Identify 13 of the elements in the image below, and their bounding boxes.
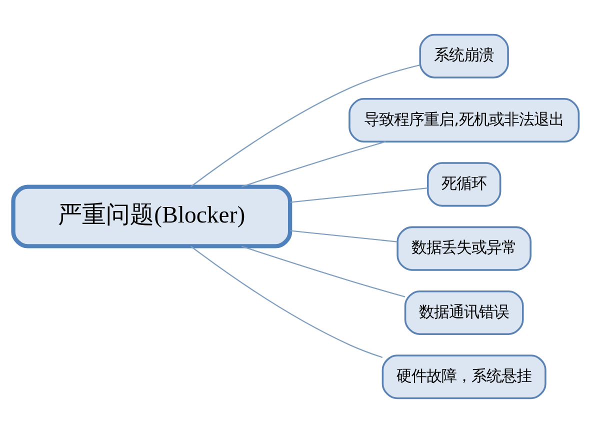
connector	[290, 188, 428, 203]
connector	[190, 64, 420, 188]
node-box: 死循环	[426, 162, 502, 207]
connector	[241, 246, 406, 298]
node-box: 硬件故障，系统悬挂	[382, 354, 546, 400]
node-box: 导致程序重启,死机或非法退出	[348, 98, 580, 143]
connector	[290, 230, 398, 242]
connector	[241, 141, 386, 188]
connector	[190, 246, 383, 358]
node-box: 严重问题(Blocker)	[11, 184, 292, 248]
node-box: 数据丢失或异常	[396, 226, 532, 271]
node-box: 系统崩溃	[419, 34, 509, 78]
node-box: 数据通讯错误	[404, 290, 524, 335]
